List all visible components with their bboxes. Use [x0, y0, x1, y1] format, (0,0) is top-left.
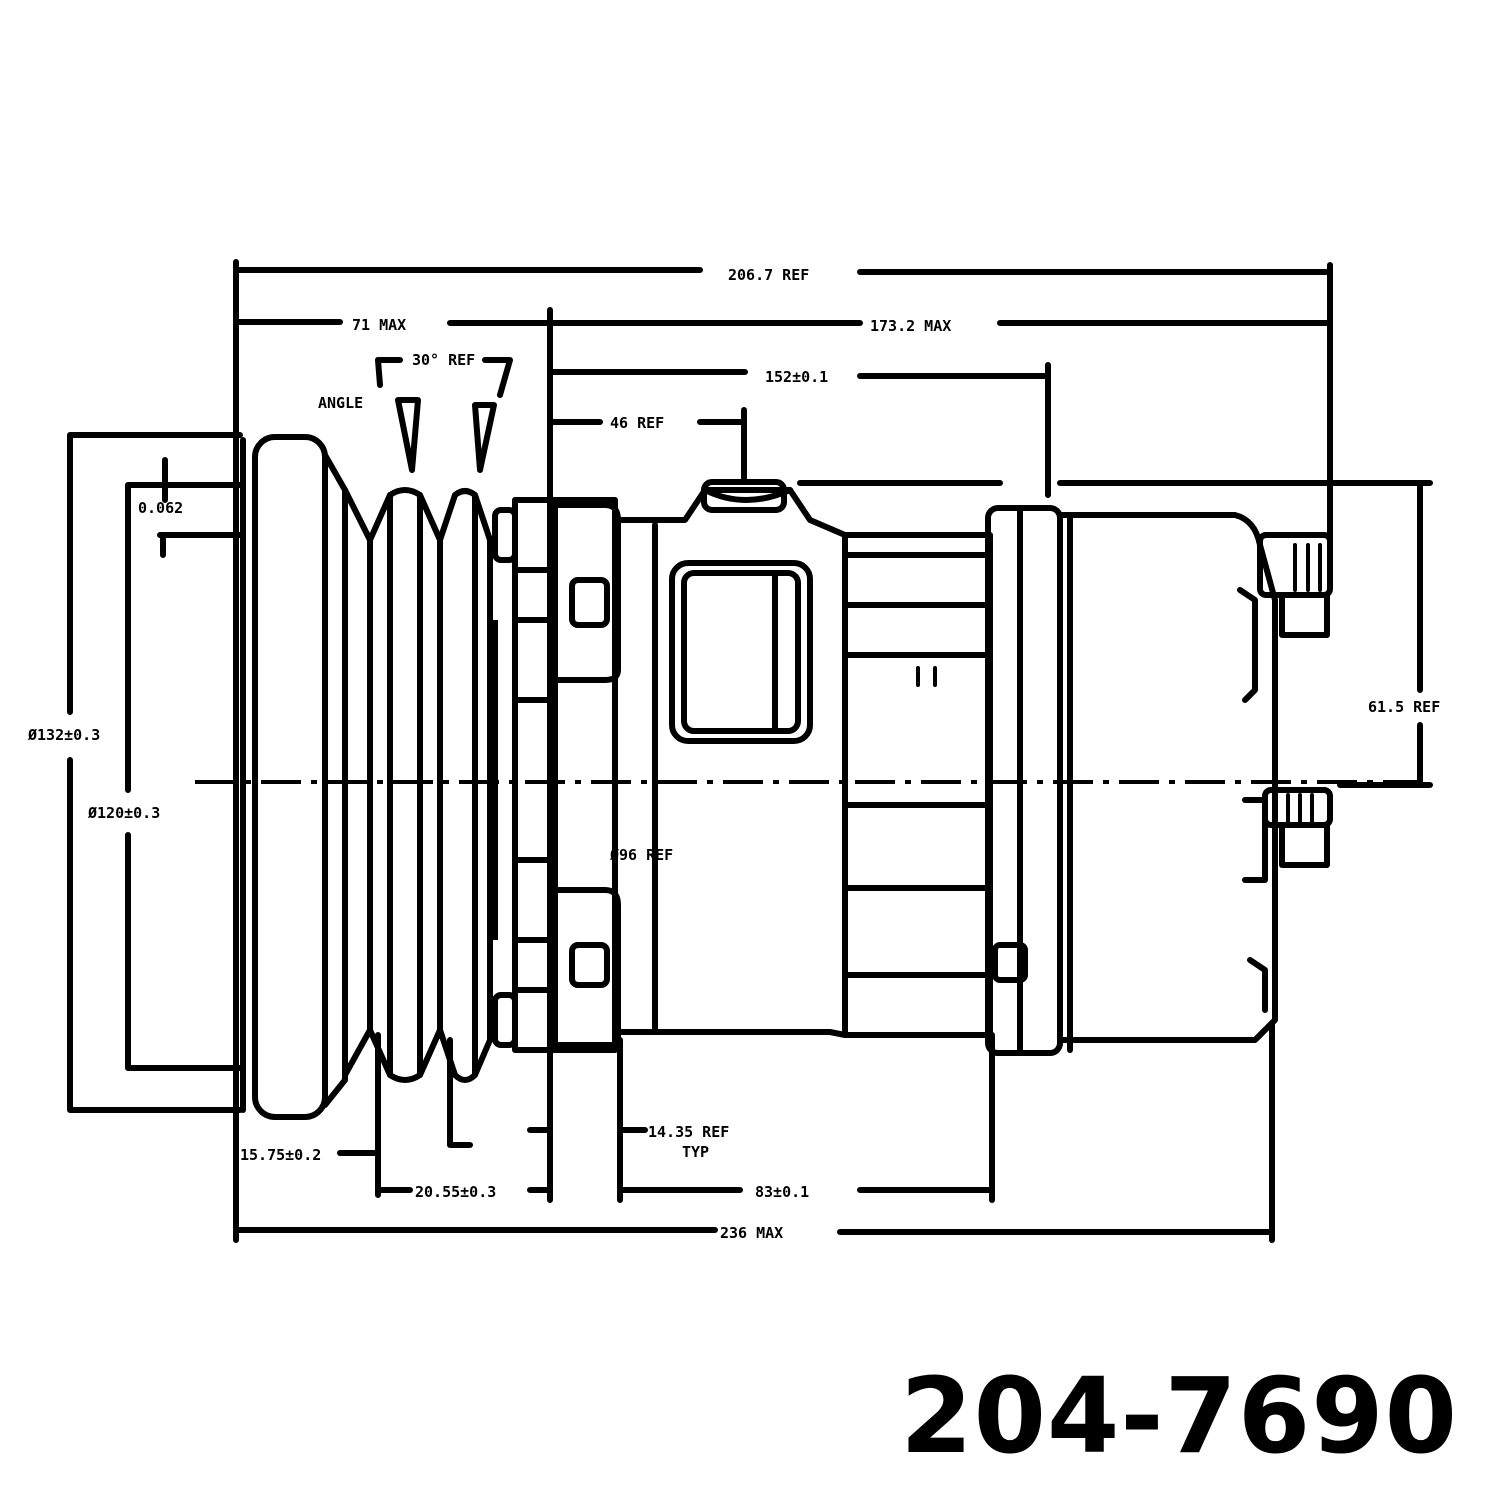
dim-body-max: 173.2 MAX: [870, 317, 951, 335]
dim-ear-width-note: TYP: [682, 1143, 709, 1161]
service-ports: [1257, 532, 1333, 868]
dim-overall-max: 236 MAX: [720, 1224, 783, 1242]
pulley: [240, 397, 498, 1120]
dim-overall-ref: 206.7 REF: [728, 266, 809, 284]
compressor-body: [615, 479, 993, 1038]
dim-port-offset: 46 REF: [610, 414, 664, 432]
dimension-lines-left: [67, 432, 243, 1113]
dim-line-right: [797, 480, 1433, 788]
dim-port-height: 61.5 REF: [1368, 698, 1440, 716]
dimension-lines-bottom: [233, 1022, 1275, 1243]
dim-ear-width: 14.35 REF: [648, 1123, 729, 1141]
dim-body-dia: Ø96 REF: [609, 846, 673, 864]
dim-groove-angle: 30° REF: [412, 351, 475, 369]
dim-mount-span: 152±0.1: [765, 368, 828, 386]
rear-head: [985, 505, 1278, 1056]
front-head: [492, 497, 621, 1053]
dim-groove-pitch: 20.55±0.3: [415, 1183, 496, 1201]
dimension-lines-top: [233, 259, 1333, 1243]
dim-ear-span: 83±0.1: [755, 1183, 809, 1201]
dim-pulley-outer-dia: Ø132±0.3: [27, 726, 100, 744]
dim-groove-offset: 15.75±0.2: [240, 1146, 321, 1164]
dim-pulley-groove-dia: Ø120±0.3: [87, 804, 160, 822]
part-number: 204-7690: [900, 1355, 1458, 1477]
dim-angle-label: ANGLE: [318, 394, 363, 412]
dim-clutch-max: 71 MAX: [352, 316, 406, 334]
dim-groove-depth: 0.062: [138, 499, 183, 517]
